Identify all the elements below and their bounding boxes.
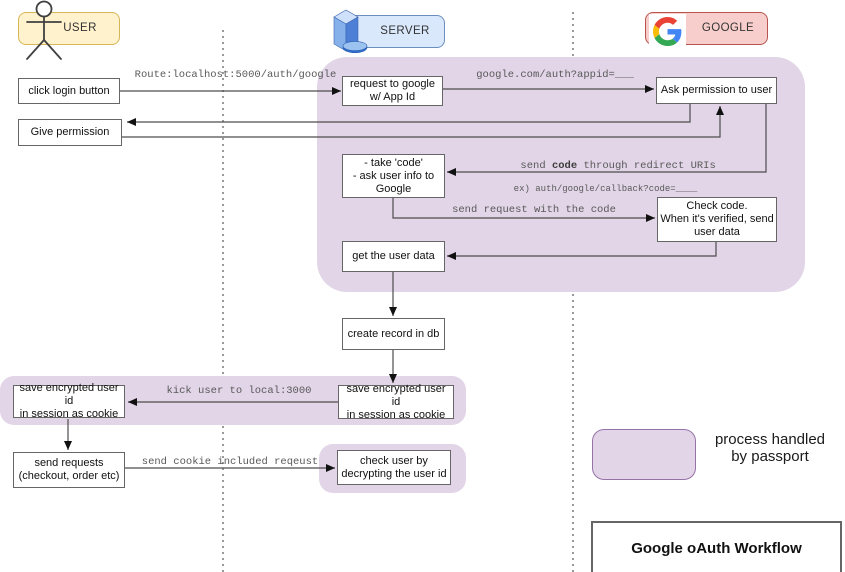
lifeline-separator-user-server bbox=[222, 30, 224, 572]
label-google-auth: google.com/auth?appid=___ bbox=[476, 69, 634, 81]
lifeline-separator-server-google bbox=[572, 12, 574, 572]
node-request-google: request to google w/ App Id bbox=[342, 76, 443, 106]
label-kick-user: kick user to local:3000 bbox=[166, 385, 312, 397]
diagram-title-box: Google oAuth Workflow bbox=[591, 521, 842, 572]
legend-passport-swatch bbox=[592, 429, 696, 480]
node-give-permission: Give permission bbox=[18, 119, 122, 146]
server-header-label: SERVER bbox=[380, 25, 430, 37]
label-send-code: send code through redirect URIs ex) auth… bbox=[493, 148, 718, 218]
node-ask-permission: Ask permission to user bbox=[656, 77, 777, 104]
node-save-cookie-user: save encrypted user id in session as coo… bbox=[13, 382, 125, 420]
node-get-user-data: get the user data bbox=[342, 241, 445, 272]
diagram-title: Google oAuth Workflow bbox=[631, 540, 802, 557]
label-send-cookie: send cookie included reqeust bbox=[141, 456, 319, 468]
google-logo-tile bbox=[649, 14, 686, 49]
user-header bbox=[18, 12, 120, 45]
label-route: Route:localhost:5000/auth/google bbox=[134, 69, 337, 81]
node-click-login: click login button bbox=[18, 78, 120, 104]
label-send-code-line1: send code through redirect URIs bbox=[520, 160, 716, 172]
node-send-requests: send requests (checkout, order etc) bbox=[13, 452, 125, 488]
node-save-cookie-server: save encrypted user id in session as coo… bbox=[338, 383, 454, 421]
user-header-label: USER bbox=[63, 22, 97, 34]
label-send-code-example: ex) auth/google/callback?code=____ bbox=[513, 184, 698, 194]
node-check-user: check user by decrypting the user id bbox=[337, 450, 451, 485]
node-take-code: - take 'code' - ask user info to Google bbox=[342, 154, 445, 198]
google-header-label: GOOGLE bbox=[701, 22, 755, 34]
label-send-request: send request with the code bbox=[452, 204, 616, 216]
legend-passport-label: process handled by passport bbox=[714, 431, 826, 465]
node-create-record: create record in db bbox=[342, 318, 445, 350]
node-check-code: Check code. When it's verified, send use… bbox=[657, 197, 777, 242]
